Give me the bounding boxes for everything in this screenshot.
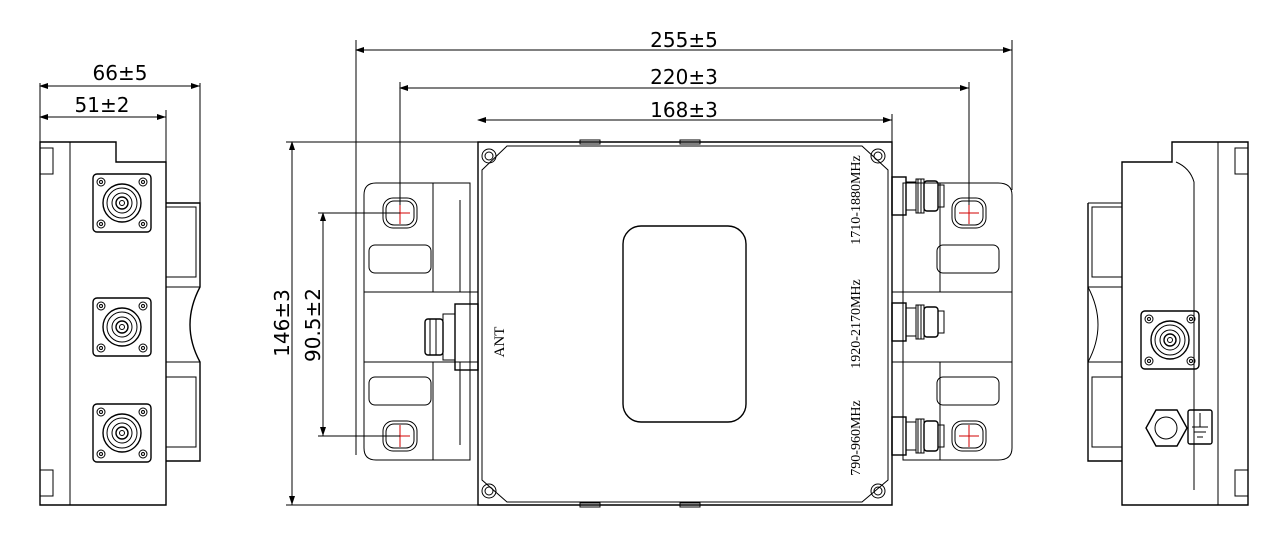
connector-1920-2170 bbox=[891, 302, 945, 342]
connector-790-960 bbox=[891, 416, 945, 456]
left-side-view: 66±5 51±2 bbox=[39, 61, 201, 506]
dim-height: 146±3 bbox=[270, 289, 294, 357]
dim-side-body: 51±2 bbox=[75, 93, 130, 117]
n-connector-bottom bbox=[92, 403, 152, 463]
band-label-low: 790-960MHz bbox=[849, 400, 864, 475]
dim-mounting-pitch: 90.5±2 bbox=[301, 288, 325, 362]
front-view: ANT 1710-1880MHz 1920-2170MHz 790-960MHz… bbox=[270, 28, 1013, 508]
dim-mounting-span: 220±3 bbox=[650, 65, 718, 89]
n-connector-top bbox=[92, 173, 152, 233]
n-connector-side bbox=[1140, 310, 1200, 370]
band-label-high: 1710-1880MHz bbox=[849, 155, 864, 244]
cover-label-plate bbox=[622, 225, 747, 423]
band-label-mid: 1920-2170MHz bbox=[849, 279, 864, 368]
ground-icon bbox=[1187, 409, 1213, 445]
waterproof-vent bbox=[1145, 409, 1188, 447]
dim-side-total: 66±5 bbox=[93, 61, 148, 85]
antenna-connector bbox=[424, 303, 479, 371]
dim-body-width: 168±3 bbox=[650, 98, 718, 122]
right-side-view bbox=[1087, 141, 1249, 506]
antenna-port-label: ANT bbox=[492, 327, 508, 358]
n-connector-middle bbox=[92, 297, 152, 357]
dim-overall-width: 255±5 bbox=[650, 28, 718, 52]
